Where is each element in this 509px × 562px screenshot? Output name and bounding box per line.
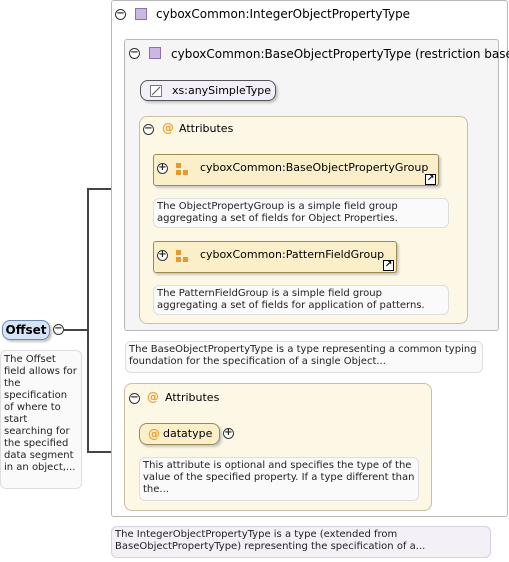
complex-type-icon	[135, 8, 147, 20]
attribute-group-doc: The PatternFieldGroup is a simple field …	[153, 285, 449, 315]
minus-circle-icon[interactable]: −	[53, 323, 64, 335]
attribute-group-pattern-field-group[interactable]	[153, 241, 397, 273]
attribute-group-base-object-property-group[interactable]	[153, 154, 439, 186]
root-element-offset[interactable]: Offset	[2, 320, 50, 340]
plus-circle-icon[interactable]: +	[223, 427, 234, 439]
plus-circle-icon[interactable]: +	[157, 249, 168, 261]
attribute-datatype-doc: This attribute is optional and specifies…	[139, 457, 419, 501]
attribute-group-label: cyboxCommon:PatternFieldGroup	[200, 248, 385, 261]
connector-root-stub	[64, 329, 88, 331]
complex-type-icon	[149, 47, 161, 59]
plus-circle-icon[interactable]: +	[157, 162, 168, 174]
attribute-group-label: cyboxCommon:BaseObjectPropertyGroup	[200, 161, 429, 174]
connector-bottom-branch	[87, 451, 125, 453]
root-element-doc: The Offset field allows for the specific…	[0, 350, 82, 489]
simple-type-any-simple-type[interactable]: xs:anySimpleType	[140, 80, 276, 101]
attribute-group-icon	[176, 250, 188, 262]
attribute-group-doc: The ObjectPropertyGroup is a simple fiel…	[153, 198, 449, 228]
minus-circle-icon[interactable]: −	[129, 47, 140, 59]
simple-type-label: xs:anySimpleType	[172, 84, 271, 97]
base-attributes-label: Attributes	[179, 122, 234, 135]
attribute-datatype[interactable]	[139, 423, 220, 445]
extension-attributes-label: Attributes	[165, 391, 220, 404]
minus-circle-icon[interactable]: −	[143, 123, 154, 135]
link-arrow-icon[interactable]: ↗	[425, 174, 436, 185]
minus-circle-icon[interactable]: −	[115, 8, 126, 20]
root-element-label: Offset	[5, 323, 47, 337]
attribute-at-icon: @	[147, 390, 159, 404]
simple-type-icon	[150, 85, 162, 97]
connector-vertical	[87, 188, 89, 452]
base-object-property-type-doc: The BaseObjectPropertyType is a type rep…	[125, 341, 483, 373]
attribute-group-icon	[176, 163, 188, 175]
minus-circle-icon[interactable]: −	[129, 392, 140, 404]
integer-object-property-type-title: cyboxCommon:IntegerObjectPropertyType	[156, 7, 411, 21]
attribute-at-icon: @	[148, 427, 160, 441]
connector-top-branch	[87, 188, 125, 190]
link-arrow-icon[interactable]: ↗	[383, 260, 394, 271]
integer-object-property-type-doc: The IntegerObjectPropertyType is a type …	[111, 526, 491, 558]
attribute-datatype-label: datatype	[163, 427, 213, 440]
attribute-at-icon: @	[162, 121, 174, 135]
base-object-property-type-title: cyboxCommon:BaseObjectPropertyType (rest…	[171, 47, 509, 61]
